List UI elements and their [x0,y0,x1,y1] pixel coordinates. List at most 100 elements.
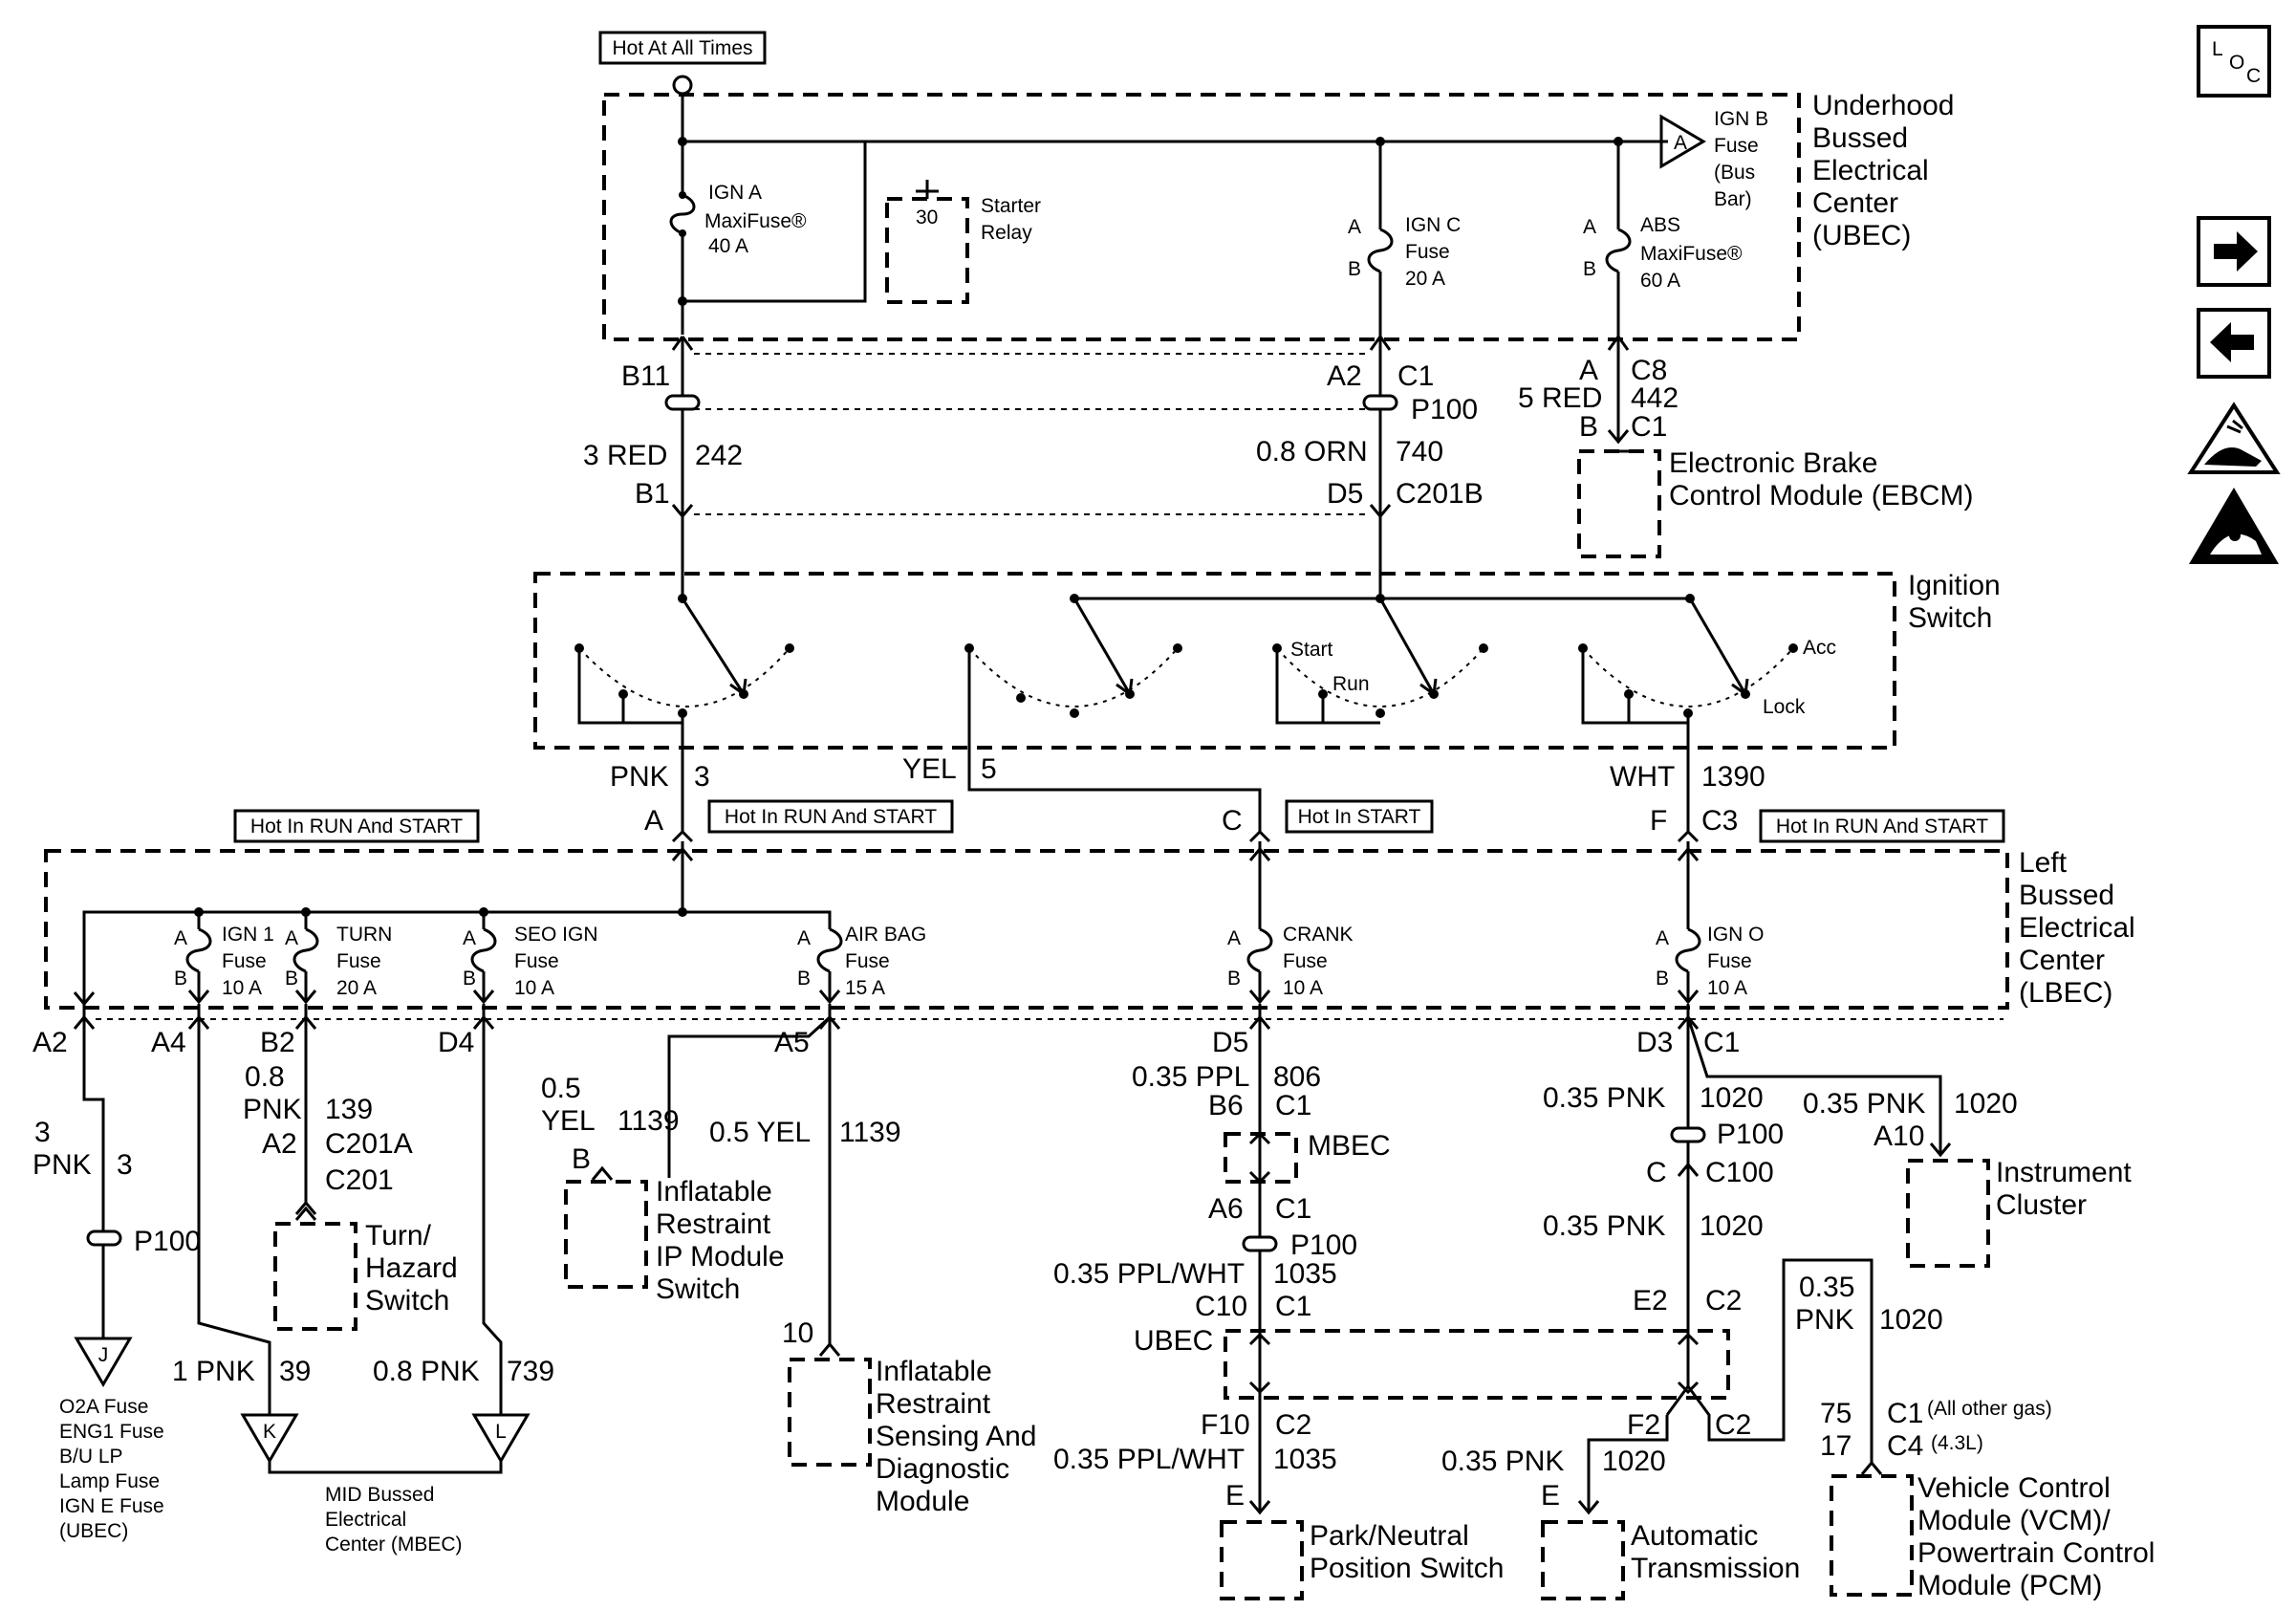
svg-text:1020: 1020 [1700,1082,1764,1114]
svg-text:Module (PCM): Module (PCM) [1917,1570,2102,1601]
p100-connector-a2 [1362,394,1398,411]
svg-text:30: 30 [916,207,938,228]
svg-text:L: L [495,1421,507,1443]
park-neutral-switch-box [1220,1520,1304,1600]
vcm-pcm-label: Vehicle Control Module (VCM)/ Powertrain… [1917,1472,2155,1601]
svg-text:B: B [1579,411,1598,443]
svg-text:C2: C2 [1715,1409,1751,1441]
svg-text:C2: C2 [1705,1285,1742,1316]
svg-text:P100: P100 [134,1226,201,1257]
svg-text:F2: F2 [1627,1409,1660,1441]
svg-text:10 A: 10 A [1283,977,1323,999]
svg-text:Switch: Switch [656,1273,740,1305]
ubec-connector-box [1224,1329,1730,1400]
svg-text:B/U LP: B/U LP [59,1446,123,1468]
arrow-left-icon[interactable] [2197,308,2271,379]
svg-text:C: C [1222,805,1243,837]
svg-text:B: B [285,968,298,990]
svg-text:0.8: 0.8 [245,1061,285,1093]
svg-text:(UBEC): (UBEC) [1812,220,1911,251]
svg-text:D5: D5 [1212,1027,1248,1058]
svg-text:Electrical: Electrical [325,1509,406,1531]
svg-text:39: 39 [279,1356,311,1387]
svg-text:C1: C1 [1631,411,1667,443]
svg-text:B: B [1227,968,1241,990]
svg-text:MaxiFuse®: MaxiFuse® [704,210,807,232]
svg-text:A5: A5 [774,1027,810,1058]
svg-text:C201: C201 [325,1164,394,1196]
switch-start-label: Start [1290,639,1333,661]
svg-text:0.35 PNK: 0.35 PNK [1803,1088,1925,1120]
svg-text:40 A: 40 A [708,235,748,257]
switch-section-4 [1582,647,1794,707]
svg-text:C1: C1 [1275,1291,1311,1322]
ip-module-switch-box [564,1180,648,1289]
hot-at-all-times-label: Hot At All Times [612,37,752,59]
ign-b-bus-bar-triangle [1659,114,1706,169]
svg-text:Fuse: Fuse [1714,135,1759,157]
switch-section-1 [578,647,791,707]
svg-text:ENG1 Fuse: ENG1 Fuse [59,1421,164,1443]
hot-run-start-tag-1 [233,809,480,843]
svg-text:Bar): Bar) [1714,188,1752,210]
svg-text:Hot In RUN And START: Hot In RUN And START [1776,816,1988,838]
svg-text:442: 442 [1631,382,1679,414]
svg-text:Ignition: Ignition [1908,570,2001,601]
svg-text:5 RED: 5 RED [1518,382,1602,414]
svg-text:Center: Center [1812,187,1898,219]
svg-text:AIR BAG: AIR BAG [845,924,926,946]
loc-icon[interactable]: L O C [2197,25,2271,98]
svg-text:Center (MBEC): Center (MBEC) [325,1534,463,1556]
svg-text:C1: C1 [1275,1193,1311,1225]
park-neutral-switch-label: Park/Neutral Position Switch [1310,1520,1504,1584]
svg-text:Turn/: Turn/ [365,1220,432,1251]
svg-text:PNK: PNK [1795,1304,1854,1336]
svg-text:1020: 1020 [1954,1088,2018,1120]
svg-text:Bussed: Bussed [2019,880,2114,911]
ubec-title: Underhood Bussed Electrical Center (UBEC… [1812,90,1954,251]
svg-text:A2: A2 [1327,360,1362,392]
automatic-transmission-box [1541,1520,1625,1600]
svg-text:806: 806 [1273,1061,1321,1093]
svg-text:1020: 1020 [1879,1304,1943,1336]
svg-text:C2: C2 [1275,1409,1311,1441]
svg-text:(All other gas): (All other gas) [1927,1398,2052,1420]
switch-run-label: Run [1332,673,1370,695]
svg-text:0.35 PPL: 0.35 PPL [1132,1061,1249,1093]
hot-start-tag [1285,799,1434,834]
svg-text:Cluster: Cluster [1996,1189,2087,1221]
lbec-box [44,849,2009,1010]
svg-text:A: A [1674,132,1687,154]
svg-text:C1: C1 [1887,1398,1923,1429]
svg-text:A4: A4 [151,1027,186,1058]
svg-text:Hot In START: Hot In START [1298,806,1421,828]
svg-text:A10: A10 [1874,1120,1924,1152]
svg-text:B: B [1348,258,1361,280]
svg-text:0.8 ORN: 0.8 ORN [1256,436,1368,468]
switch-section-2 [968,647,1179,707]
svg-text:C1: C1 [1275,1090,1311,1121]
svg-text:739: 739 [507,1356,554,1387]
svg-text:Center: Center [2019,945,2105,976]
hot-run-start-tag-2 [707,799,954,834]
svg-text:D5: D5 [1327,478,1363,510]
svg-text:A: A [797,927,811,949]
svg-text:Electronic Brake: Electronic Brake [1669,447,1877,479]
svg-text:YEL: YEL [902,753,957,785]
svg-text:B2: B2 [260,1027,295,1058]
svg-text:0.8 PNK: 0.8 PNK [373,1356,480,1387]
svg-text:1139: 1139 [617,1105,680,1137]
svg-text:10 A: 10 A [514,977,554,999]
svg-text:C3: C3 [1701,805,1738,837]
svg-text:Park/Neutral: Park/Neutral [1310,1520,1469,1552]
svg-text:C1: C1 [1703,1027,1740,1058]
svg-text:A: A [174,927,187,949]
p100-connector-b11 [664,394,701,411]
svg-text:Fuse: Fuse [222,950,267,972]
svg-text:0.35 PNK: 0.35 PNK [1441,1446,1564,1477]
svg-text:E: E [1541,1480,1560,1512]
svg-text:D4: D4 [438,1027,474,1058]
arrow-right-icon[interactable] [2197,216,2271,287]
